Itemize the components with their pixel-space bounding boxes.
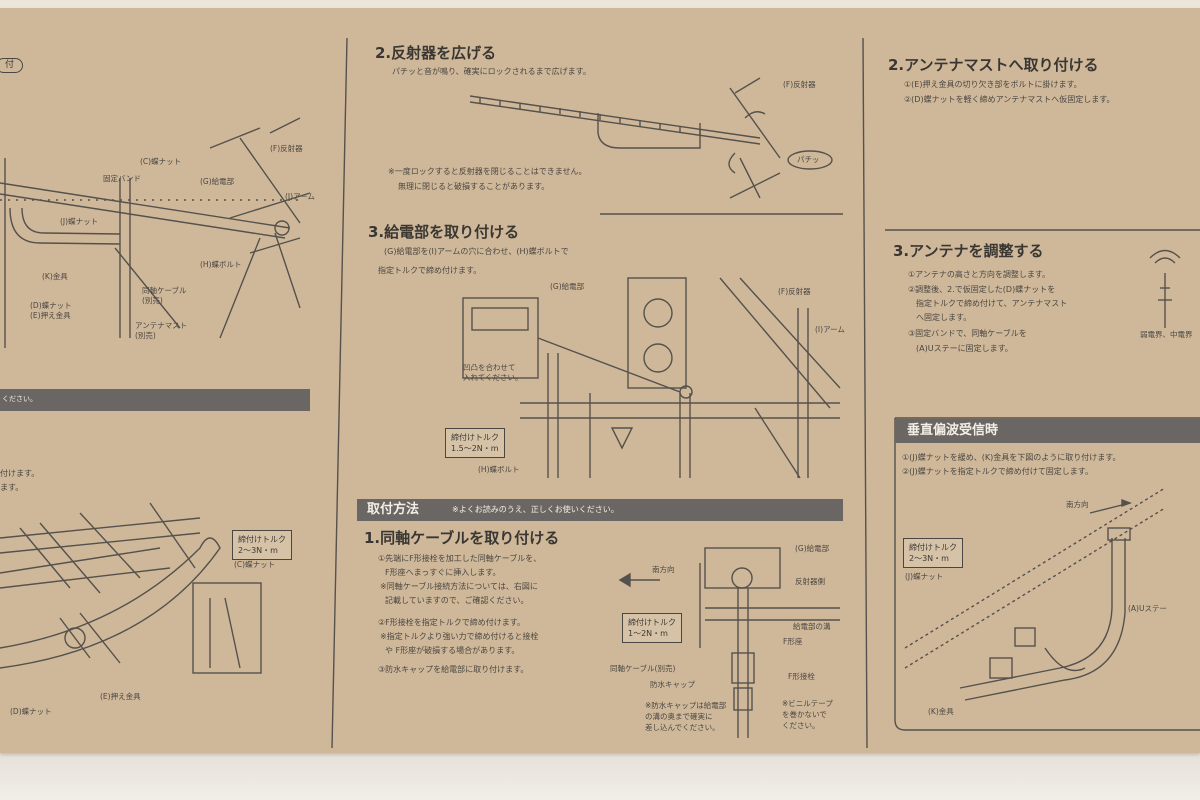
label-click: パチッ <box>797 155 820 164</box>
label-c-nut-lower: (C)蝶ナット <box>234 560 276 569</box>
label-h-bolt-s3: (H)蝶ボルト <box>478 465 520 474</box>
section-1-item-5: ②F形接栓を指定トルクで締め付けます。 <box>378 618 525 627</box>
section-2-title: 2.反射器を広げる <box>375 44 497 62</box>
label-reflector-s2: (F)反射器 <box>783 80 816 89</box>
label-reflector-s3: (F)反射器 <box>778 287 811 296</box>
vp-item-2: ②(J)蝶ナットを指定トルクで締め付けて固定します。 <box>902 467 1093 476</box>
vp-torque-box: 締付けトルク 2～3N・m <box>903 538 963 568</box>
vp-frame <box>894 417 1200 731</box>
left-band-tail: ください。 <box>2 395 37 403</box>
section-1-item-3: ※同軸ケーブル接続方法については、右図に <box>380 582 538 591</box>
section-2-note-1: ※一度ロックすると反射器を閉じることはできません。 <box>388 167 587 176</box>
right-section-2-item-1: ①(E)押え金具の切り欠き部をボルトに掛けます。 <box>904 80 1082 89</box>
section-3-title: 3.給電部を取り付ける <box>368 223 520 241</box>
vp-drawing <box>904 487 1166 701</box>
label-coax-s1: 同軸ケーブル(別売) <box>610 664 676 673</box>
line-art <box>0 37 1200 749</box>
section-1-item-6: ※指定トルクより強い力で締め付けると接栓 <box>380 632 539 641</box>
howto-note: ※よくお読みのうえ、正しくお使いください。 <box>452 505 619 514</box>
antenna-lower-drawing <box>0 502 262 674</box>
right-section-3-item-6: (A)Uステーに固定します。 <box>916 344 1013 353</box>
vp-item-1: ①(J)蝶ナットを緩め、(K)金具を下図のように取り付けます。 <box>902 453 1121 462</box>
antenna-assembly-drawing <box>0 117 311 348</box>
vp-label-j-nut: (J)蝶ナット <box>905 572 944 581</box>
section-3-text-2: 指定トルクで締め付けます。 <box>378 266 482 275</box>
label-e-fitting-lower: (E)押え金具 <box>100 692 141 701</box>
howto-band: 取付方法 ※よくお読みのうえ、正しくお使いください。 <box>357 499 843 521</box>
vp-label-k: (K)金具 <box>928 707 954 716</box>
section-2-text: パチッと音が鳴り、確実にロックされるまで広げます。 <box>392 67 591 76</box>
label-f-connector: F形接栓 <box>788 672 815 681</box>
vp-label-south: 南方向 <box>1066 500 1089 509</box>
label-feeder-groove: 給電部の溝 <box>793 622 831 631</box>
divider-right <box>862 37 868 749</box>
howto-title: 取付方法 <box>367 502 420 517</box>
section-1-item-2: F形座へまっすぐに挿入します。 <box>385 568 501 577</box>
divider-left <box>331 37 348 749</box>
left-band: ください。 <box>0 389 310 411</box>
label-feeder-s1: (G)給電部 <box>795 544 830 553</box>
label-d-nut-lower: (D)蝶ナット <box>10 707 52 716</box>
left-note-1: 付けます。 <box>0 469 40 478</box>
feeder-drawing <box>462 277 841 479</box>
section-1-item-1: ①先端にF形接栓を加工した同軸ケーブルを、 <box>378 554 542 563</box>
badge: 付 <box>0 58 24 73</box>
label-arm-s3: (I)アーム <box>815 325 845 334</box>
section-1-item-8: ③防水キャップを給電部に取り付けます。 <box>378 665 529 674</box>
label-cap: 防水キャップ <box>650 680 695 689</box>
label-reflector-left: (F)反射器 <box>270 144 303 153</box>
label-k-fitting: (K)金具 <box>42 272 68 281</box>
right-section-3-item-4: へ固定します。 <box>916 313 972 322</box>
inset-caption: 凹凸を合わせて 入れてください。 <box>463 363 523 382</box>
right-section-2-item-2: ②(D)蝶ナットを軽く締めアンテナマストへ仮固定します。 <box>904 95 1115 104</box>
label-fix-band: 固定バンド <box>103 174 141 183</box>
coax-drawing <box>618 547 840 738</box>
left-note-2: ます。 <box>0 483 24 492</box>
section-3-text-1: (G)給電部を(I)アームの穴に合わせ、(H)蝶ボルトで <box>384 247 569 256</box>
label-h-bolt: (H)蝶ボルト <box>200 260 242 269</box>
vp-label-u-stay: (A)Uステー <box>1128 604 1167 613</box>
section-3-torque-box: 締付けトルク 1.5～2N・m <box>445 428 505 458</box>
label-feeder-g: (G)給電部 <box>200 177 235 186</box>
vp-band: 垂直偏波受信時 <box>895 419 1200 443</box>
reflector-drawing <box>469 77 833 199</box>
section-1-item-7: や F形座が破損する場合があります。 <box>385 646 520 655</box>
label-cap-note: ※防水キャップは給電部 の溝の奥まで確実に 差し込んでください。 <box>645 701 727 732</box>
label-tape-note: ※ビニルテープ を巻かないで ください。 <box>782 699 833 730</box>
right-section-2-title: 2.アンテナマストへ取り付ける <box>888 56 1099 74</box>
label-coax-left: 同軸ケーブル (別売) <box>142 286 187 305</box>
right-section-3-item-5: ③固定バンドで、同軸ケーブルを <box>908 329 1027 338</box>
right-section-3-item-3: 指定トルクで締め付けて、アンテナマスト <box>916 299 1068 308</box>
label-wing-nut-c: (C)蝶ナット <box>140 157 182 166</box>
label-f-seat: F形座 <box>783 637 803 646</box>
table-surface <box>0 753 1200 800</box>
right-section-3-title: 3.アンテナを調整する <box>893 242 1044 260</box>
label-feeder-s3: (G)給電部 <box>550 282 585 291</box>
label-j-nut: (J)蝶ナット <box>60 217 99 226</box>
section-2-note-2: 無理に閉じると破損することがあります。 <box>398 182 550 191</box>
label-d-nut: (D)蝶ナット (E)押え金具 <box>30 301 72 320</box>
label-reflector-side: 反射器側 <box>795 577 825 586</box>
vp-title: 垂直偏波受信時 <box>907 423 999 438</box>
label-field-strength: 弱電界、中電界 <box>1140 330 1193 339</box>
right-section-3-item-1: ①アンテナの高さと方向を調整します。 <box>908 270 1051 279</box>
label-mast: アンテナマスト (別売) <box>135 321 188 340</box>
left-torque-box: 締付けトルク 2～3N・m <box>232 530 292 560</box>
label-arm-i: (I)アーム <box>285 192 315 201</box>
mast-icon-drawing <box>1149 249 1181 328</box>
section-1-torque-box: 締付けトルク 1～2N・m <box>622 613 682 643</box>
instruction-sheet: 付 (F)反射器 (C)蝶ナット 固定バンド (G)給電部 (I)アーム (J)… <box>0 8 1200 753</box>
label-south-dir: 南方向 <box>652 565 675 574</box>
section-1-title: 1.同軸ケーブルを取り付ける <box>364 529 560 547</box>
section-1-item-4: 記載していますので、ご確認ください。 <box>385 596 529 605</box>
right-section-3-item-2: ②調整後、2.で仮固定した(D)蝶ナットを <box>908 285 1056 294</box>
